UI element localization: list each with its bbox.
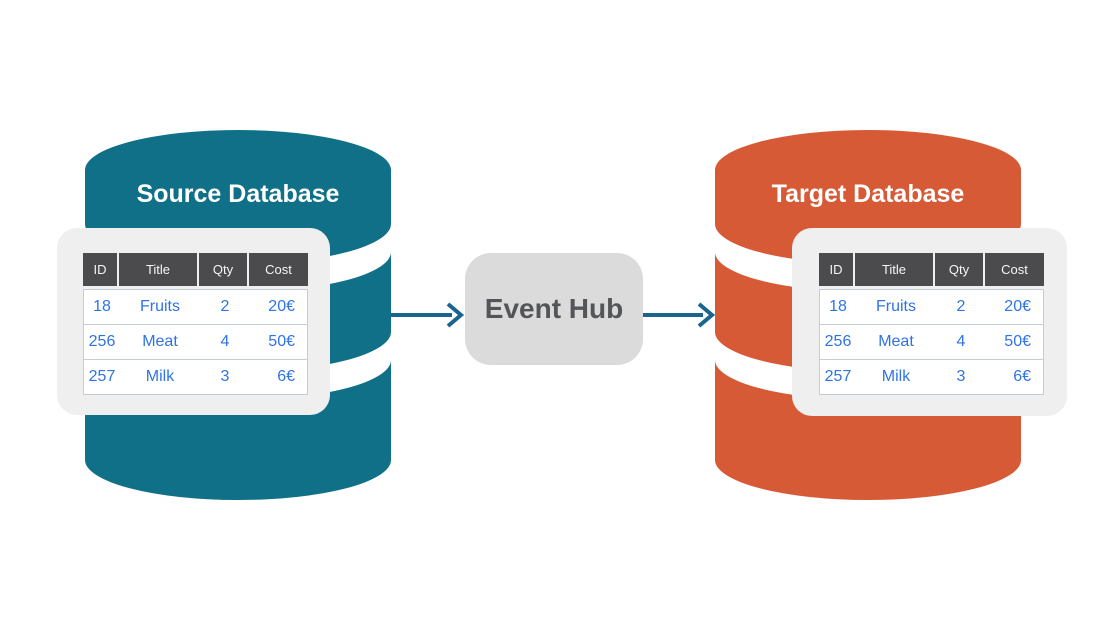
table-row: 257 Milk 3 6€ <box>820 360 1043 394</box>
column-header-title: Title <box>119 253 197 286</box>
column-header-qty: Qty <box>199 253 247 286</box>
table-cell: 2 <box>956 298 966 315</box>
table-cell: Meat <box>142 333 178 350</box>
arrowhead-icon <box>697 302 716 328</box>
table-row: 256 Meat 4 50€ <box>820 325 1043 360</box>
column-header-cost: Cost <box>985 253 1044 286</box>
table-cell: 18 <box>829 298 847 315</box>
table-row: 18 Fruits 2 20€ <box>84 290 307 325</box>
table-cell: 50€ <box>268 333 295 350</box>
column-header-id: ID <box>819 253 853 286</box>
column-header-cost: Cost <box>249 253 308 286</box>
arrow-hub-to-target <box>643 302 716 328</box>
table-cell: 20€ <box>1004 298 1031 315</box>
target-database-title: Target Database <box>771 180 965 208</box>
table-cell: 4 <box>956 333 966 350</box>
table-cell: Meat <box>878 333 914 350</box>
table-cell: 50€ <box>1004 333 1031 350</box>
table-cell: 256 <box>88 333 116 350</box>
table-cell: 20€ <box>268 298 295 315</box>
arrow-source-to-hub <box>391 302 465 328</box>
table-cell: 257 <box>824 368 852 385</box>
column-header-qty: Qty <box>935 253 983 286</box>
event-hub-box: Event Hub <box>465 253 643 365</box>
table-cell: 2 <box>220 298 230 315</box>
source-database-title: Source Database <box>136 180 340 208</box>
table-row: 256 Meat 4 50€ <box>84 325 307 360</box>
column-header-id: ID <box>83 253 117 286</box>
table-cell: 3 <box>956 368 966 385</box>
table-cell: 6€ <box>1013 368 1031 385</box>
table-cell: Fruits <box>876 298 916 315</box>
table-cell: Milk <box>145 368 175 385</box>
table-cell: 257 <box>88 368 116 385</box>
table-cell: 3 <box>220 368 230 385</box>
table-cell: 18 <box>93 298 111 315</box>
table-row: 257 Milk 3 6€ <box>84 360 307 394</box>
table-cell: Fruits <box>140 298 180 315</box>
event-hub-label: Event Hub <box>484 293 624 324</box>
table-cell: Milk <box>881 368 911 385</box>
table-body: 18 Fruits 2 20€ 256 Meat 4 50€ 257 Milk 3 6€ <box>83 289 308 395</box>
table-cell: 256 <box>824 333 852 350</box>
table-row: 18 Fruits 2 20€ <box>820 290 1043 325</box>
arrowhead-icon <box>446 302 465 328</box>
table-body: 18 Fruits 2 20€ 256 Meat 4 50€ 257 Milk 3 6€ <box>819 289 1044 395</box>
column-header-title: Title <box>855 253 933 286</box>
table-cell: 4 <box>220 333 230 350</box>
table-cell: 6€ <box>277 368 295 385</box>
